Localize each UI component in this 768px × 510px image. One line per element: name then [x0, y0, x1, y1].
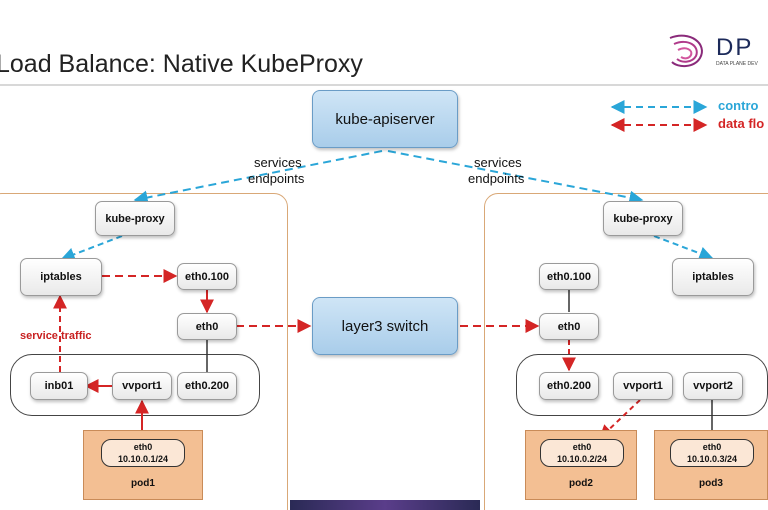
control-line-api-right: [387, 150, 644, 205]
service-traffic-label: service traffic: [20, 330, 92, 342]
pod3-iface-label: eth0: [702, 442, 722, 452]
right-eth0-200: eth0.200: [539, 372, 599, 400]
pod2-iface-label: eth0: [572, 442, 592, 452]
left-eth0-100: eth0.100: [177, 263, 237, 290]
pod3-label: pod3: [699, 478, 723, 489]
control-line-right-proxy-iptables: [653, 235, 714, 261]
legend-data-label: data flo: [718, 116, 765, 131]
left-inb01: inb01: [30, 372, 88, 400]
services-label-left: services: [254, 155, 302, 170]
left-iptables: iptables: [20, 258, 102, 296]
pod3-interface: eth0 10.10.0.3/24: [670, 439, 754, 467]
right-eth0: eth0: [539, 313, 599, 340]
logo-subtitle: DATA PLANE DEV: [716, 61, 758, 67]
logo-text: DP: [716, 34, 754, 61]
layer3-switch-box: layer3 switch: [312, 297, 458, 355]
right-iptables: iptables: [672, 258, 754, 296]
control-line-left-proxy-iptables: [60, 235, 123, 262]
legend-control-label: contro: [718, 98, 759, 113]
pod2-ip: 10.10.0.2/24: [556, 454, 608, 464]
pod1-label: pod1: [131, 478, 155, 489]
footer-bar: [290, 500, 480, 510]
pod3-ip: 10.10.0.3/24: [686, 454, 738, 464]
pod2-label: pod2: [569, 478, 593, 489]
right-vvport2: vvport2: [683, 372, 743, 400]
pod1-interface: eth0 10.10.0.1/24: [101, 439, 185, 467]
services-label-right: services: [474, 155, 522, 170]
right-kube-proxy: kube-proxy: [603, 201, 683, 236]
pod1-iface-label: eth0: [133, 442, 153, 452]
kube-apiserver-box: kube-apiserver: [312, 90, 458, 148]
pod2-interface: eth0 10.10.0.2/24: [540, 439, 624, 467]
slide-title: Load Balance: Native KubeProxy: [0, 50, 363, 78]
left-kube-proxy: kube-proxy: [95, 201, 175, 236]
dpdk-logo-icon: [669, 34, 703, 68]
pod1-ip: 10.10.0.1/24: [117, 454, 169, 464]
right-eth0-100: eth0.100: [539, 263, 599, 290]
left-eth0-200: eth0.200: [177, 372, 237, 400]
left-vvport1: vvport1: [112, 372, 172, 400]
endpoints-label-left: endpoints: [248, 171, 305, 186]
control-line-api-left: [133, 150, 383, 205]
right-vvport1: vvport1: [613, 372, 673, 400]
endpoints-label-right: endpoints: [468, 171, 525, 186]
left-eth0: eth0: [177, 313, 237, 340]
title-divider: [0, 84, 768, 86]
